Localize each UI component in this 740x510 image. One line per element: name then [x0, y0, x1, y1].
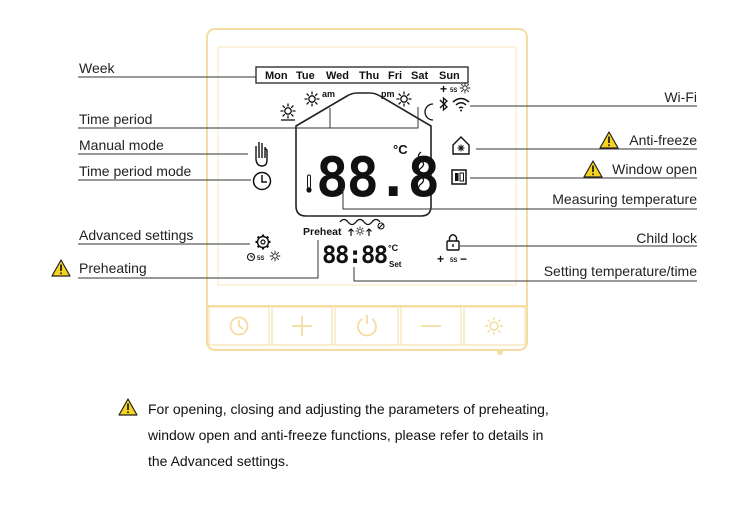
warning-icon-note: [118, 398, 138, 416]
clock-mode-icon: [252, 171, 272, 191]
label-measuring-temperature: Measuring temperature: [552, 191, 697, 207]
note-line-2: window open and anti-freeze functions, p…: [148, 427, 544, 443]
label-anti-freeze: Anti-freeze: [629, 132, 697, 148]
lock-icon: [446, 234, 460, 251]
sun-icon: [485, 317, 503, 335]
label-wifi: Wi-Fi: [664, 89, 697, 105]
period-sun-icon: [280, 103, 296, 121]
note-line-1: For opening, closing and adjusting the p…: [148, 401, 549, 417]
preheat-wave-icon: [339, 218, 381, 226]
set-time-display: 88:88: [322, 241, 387, 269]
day-sat: Sat: [411, 70, 428, 82]
brightness-button[interactable]: [463, 306, 526, 346]
day-wed: Wed: [326, 70, 349, 82]
pm-label: pm: [381, 89, 395, 99]
week-bar: Mon Tue Wed Thu Fri Sat Sun: [255, 66, 469, 84]
wifi-cluster: + 5S: [439, 82, 471, 112]
window-open-icon: [451, 169, 467, 185]
label-child-lock: Child lock: [636, 230, 698, 246]
wifi-icon: [452, 97, 470, 112]
anti-freeze-house-icon: [452, 136, 470, 155]
house-display-outline: [295, 92, 432, 217]
clock-icon: [229, 316, 249, 336]
label-time-period-mode: Time period mode: [79, 163, 192, 179]
power-button[interactable]: [334, 306, 399, 346]
advanced-settings-note: For opening, closing and adjusting the p…: [148, 396, 608, 474]
leader-lines: [78, 76, 697, 282]
button-row: [208, 306, 526, 346]
heating-wave-icon: [417, 151, 425, 193]
bluetooth-icon: [439, 96, 448, 112]
lock-minus: −: [460, 252, 467, 266]
thermometer-icon: [306, 174, 312, 193]
day-mon: Mon: [265, 70, 288, 82]
day-sun: Sun: [439, 70, 460, 82]
lock-5s-label: 5S: [450, 258, 457, 264]
note-line-3: the Advanced settings.: [148, 453, 289, 469]
pm-sun-icon: [396, 91, 412, 107]
preheat-label: Preheat: [303, 226, 342, 238]
warning-icon-preheating: [51, 259, 71, 277]
no-sign-icon: [377, 222, 385, 230]
plus-button[interactable]: [271, 306, 333, 346]
main-unit-celsius: °C: [393, 142, 408, 157]
label-setting-temperature-time: Setting temperature/time: [544, 263, 698, 279]
am-label: am: [322, 89, 335, 99]
hand-icon: [255, 142, 268, 167]
gear-sub-icons: 5S: [246, 250, 281, 262]
label-preheating: Preheating: [79, 260, 147, 276]
warning-icon-window-open: [583, 160, 603, 178]
label-advanced-settings: Advanced settings: [79, 227, 193, 243]
set-label: Set: [389, 260, 402, 269]
clock-button[interactable]: [208, 306, 270, 346]
warning-icon-anti-freeze: [599, 131, 619, 149]
preheat-arrows-icon: [348, 226, 372, 236]
am-sun-icon: [304, 91, 320, 107]
minus-button[interactable]: [400, 306, 462, 346]
day-thu: Thu: [359, 70, 379, 82]
set-unit-celsius: °C: [388, 243, 399, 253]
day-tue: Tue: [296, 70, 315, 82]
label-window-open: Window open: [612, 161, 697, 177]
label-week: Week: [79, 60, 116, 76]
main-temperature: 88.8: [316, 146, 438, 209]
svg-text:+: +: [440, 82, 447, 96]
gear-icon: [255, 234, 271, 250]
wifi-5s-label: 5S: [450, 88, 457, 94]
gear-5s-label: 5S: [257, 256, 264, 262]
plus-icon: [292, 316, 312, 336]
label-manual-mode: Manual mode: [79, 137, 164, 153]
moon-icon: [424, 103, 434, 121]
day-fri: Fri: [388, 70, 402, 82]
label-time-period: Time period: [79, 111, 152, 127]
lock-plus: +: [437, 252, 444, 266]
power-icon: [357, 315, 377, 337]
